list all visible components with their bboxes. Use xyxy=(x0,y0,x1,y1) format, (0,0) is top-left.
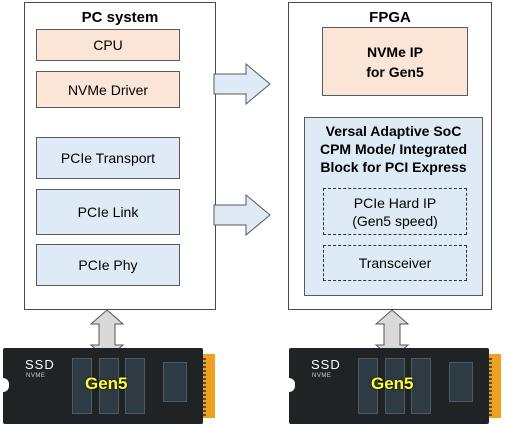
pcie-transport-box: PCIe Transport xyxy=(36,137,180,179)
ssd-right-connector xyxy=(489,354,501,418)
ssd-right-chip-4 xyxy=(449,362,473,402)
ssd-right: SSD NVME Gen5 xyxy=(289,348,503,424)
versal-soc-block: Versal Adaptive SoC CPM Mode/ Integrated… xyxy=(304,117,483,296)
ssd-right-sub: NVME xyxy=(312,373,332,379)
ssd-left-sub: NVME xyxy=(26,373,46,379)
ssd-left-chip-1 xyxy=(72,358,92,414)
fpga-title: FPGA xyxy=(369,9,411,26)
ssd-left-chip-3 xyxy=(125,358,145,414)
right-arrow-upper-icon xyxy=(213,62,271,106)
ssd-left-pins xyxy=(203,356,206,416)
pcie-hard-ip-box: PCIe Hard IP (Gen5 speed) xyxy=(323,188,467,235)
ssd-right-notch xyxy=(289,378,295,392)
right-arrow-lower-icon xyxy=(213,193,271,237)
ssd-right-chip-3 xyxy=(411,358,431,414)
versal-soc-title: Versal Adaptive SoC CPM Mode/ Integrated… xyxy=(319,123,467,175)
nvme-ip-box: NVMe IP for Gen5 xyxy=(322,27,468,96)
ssd-left-chip-4 xyxy=(163,362,187,402)
transceiver-box: Transceiver xyxy=(323,245,467,281)
ssd-right-chip-2 xyxy=(385,358,405,414)
ssd-left-chip-2 xyxy=(99,358,119,414)
ssd-left-brand: SSD xyxy=(25,357,55,372)
ssd-right-pins xyxy=(489,356,492,416)
nvme-driver-box: NVMe Driver xyxy=(36,71,180,108)
cpu-box: CPU xyxy=(36,29,180,61)
pc-system-title: PC system xyxy=(81,9,159,26)
pcie-link-box: PCIe Link xyxy=(36,189,180,235)
pcie-phy-box: PCIe Phy xyxy=(36,244,180,286)
ssd-right-chip-1 xyxy=(358,358,378,414)
ssd-left-notch xyxy=(3,378,9,392)
ssd-left-gen-label: Gen5 xyxy=(85,374,128,393)
ssd-left-connector xyxy=(203,354,215,418)
ssd-left: SSD NVME Gen5 xyxy=(3,348,217,424)
ssd-right-gen-label: Gen5 xyxy=(371,374,414,393)
ssd-right-brand: SSD xyxy=(311,357,341,372)
